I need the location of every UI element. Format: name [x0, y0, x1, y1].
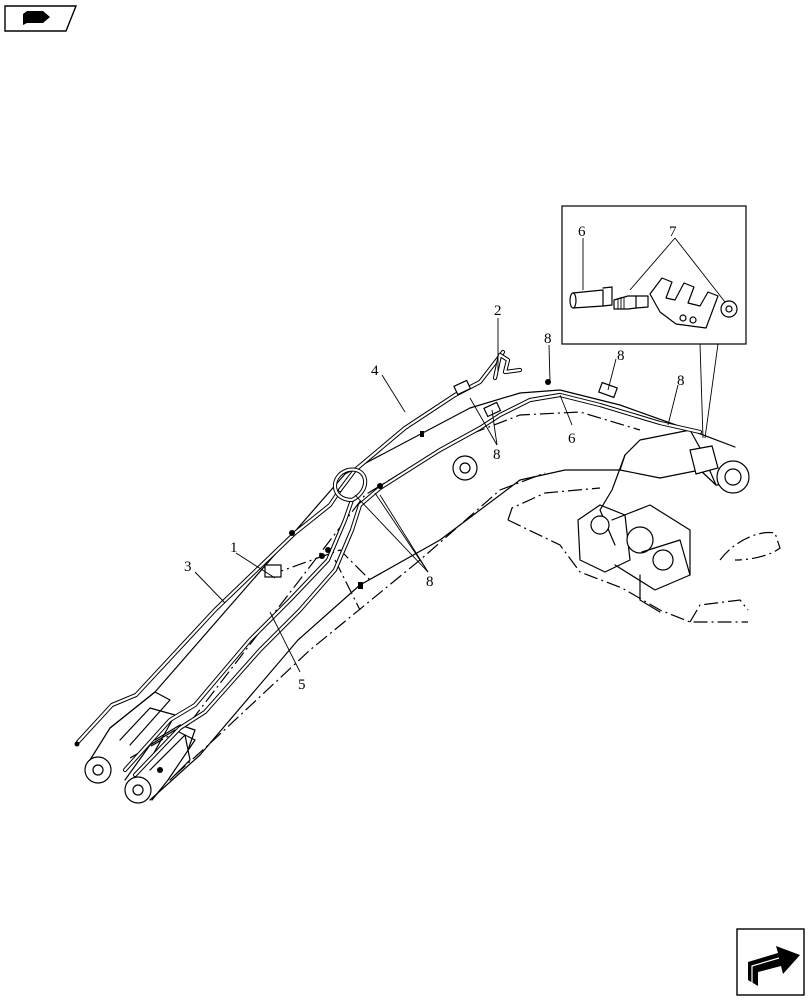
- callout-1: 1: [230, 540, 238, 556]
- callout-2: 2: [494, 303, 502, 319]
- callout-4: 4: [371, 363, 379, 379]
- next-page-arrow-icon[interactable]: [736, 928, 805, 996]
- callout-3: 3: [184, 559, 192, 575]
- hydraulic-lines: [74, 349, 703, 778]
- callout-5: 5: [298, 677, 306, 693]
- boom-nose: [84, 691, 196, 804]
- callout-labels: 1 2 3 4 5 6 6 7 8 8 8 8 8: [184, 224, 685, 693]
- callout-6-boom: 6: [568, 431, 576, 447]
- callout-leaders: [194, 318, 679, 673]
- detail-fitting-7: [613, 277, 738, 329]
- callout-7: 7: [669, 224, 677, 240]
- upper-structure-outline: [507, 487, 781, 623]
- book-icon[interactable]: [4, 5, 78, 32]
- detail-tube-6: [569, 286, 613, 309]
- boom-structure: [109, 389, 750, 801]
- callout-8-mid: 8: [493, 447, 501, 463]
- callout-8-top: 8: [544, 331, 552, 347]
- callout-8-block: 8: [617, 348, 625, 364]
- callout-6-detail: 6: [578, 224, 586, 240]
- callout-8-right: 8: [677, 373, 685, 389]
- callout-8-lower: 8: [426, 574, 434, 590]
- detail-inset: [561, 205, 747, 439]
